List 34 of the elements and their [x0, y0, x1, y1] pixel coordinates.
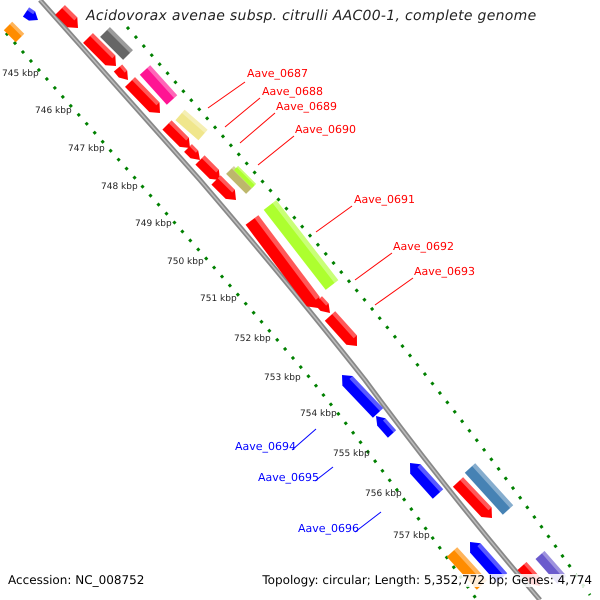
gene-label: Aave_0690 — [295, 124, 356, 136]
scale-label: 746 kbp — [35, 107, 72, 117]
scale-label: 750 kbp — [167, 258, 204, 268]
gene-label: Aave_0691 — [354, 194, 416, 206]
gene-label: Aave_0694 — [235, 441, 296, 454]
scale-label: 754 kbp — [300, 410, 337, 420]
scale-label: 749 kbp — [135, 220, 172, 230]
scale-label: 751 kbp — [200, 295, 237, 305]
leader-line — [354, 512, 382, 532]
scale-label: 747 kbp — [68, 145, 105, 155]
gene-label: Aave_0693 — [414, 266, 476, 278]
leader-line — [316, 206, 352, 232]
leader-line — [240, 112, 276, 144]
leader-line — [208, 82, 246, 108]
gene-label: Aave_0687 — [247, 68, 308, 80]
leader-line — [354, 252, 392, 280]
scale-label: 752 kbp — [234, 335, 271, 345]
scale-label: 757 kbp — [393, 532, 430, 542]
scale-label: 748 kbp — [101, 183, 138, 193]
scale-label: 745 kbp — [2, 70, 39, 80]
gene-label: Aave_0695 — [258, 472, 320, 484]
leader-line — [258, 136, 294, 166]
accession-text: Accession: NC_008752 — [8, 574, 144, 588]
gene-label: Aave_0688 — [262, 86, 324, 98]
gene-label: Aave_0696 — [298, 523, 360, 536]
leader-line — [374, 278, 414, 306]
scale-label: 756 kbp — [365, 490, 402, 500]
scale-label: 755 kbp — [333, 450, 370, 460]
gene-label: Aave_0689 — [276, 101, 338, 114]
title: Acidovorax avenae subsp. citrulli AAC00-1, complete genome — [86, 9, 537, 24]
leader-line — [292, 428, 316, 450]
scale-label: 753 kbp — [264, 374, 301, 384]
leader-line — [224, 98, 260, 128]
gene-label: Aave_0692 — [393, 241, 454, 254]
